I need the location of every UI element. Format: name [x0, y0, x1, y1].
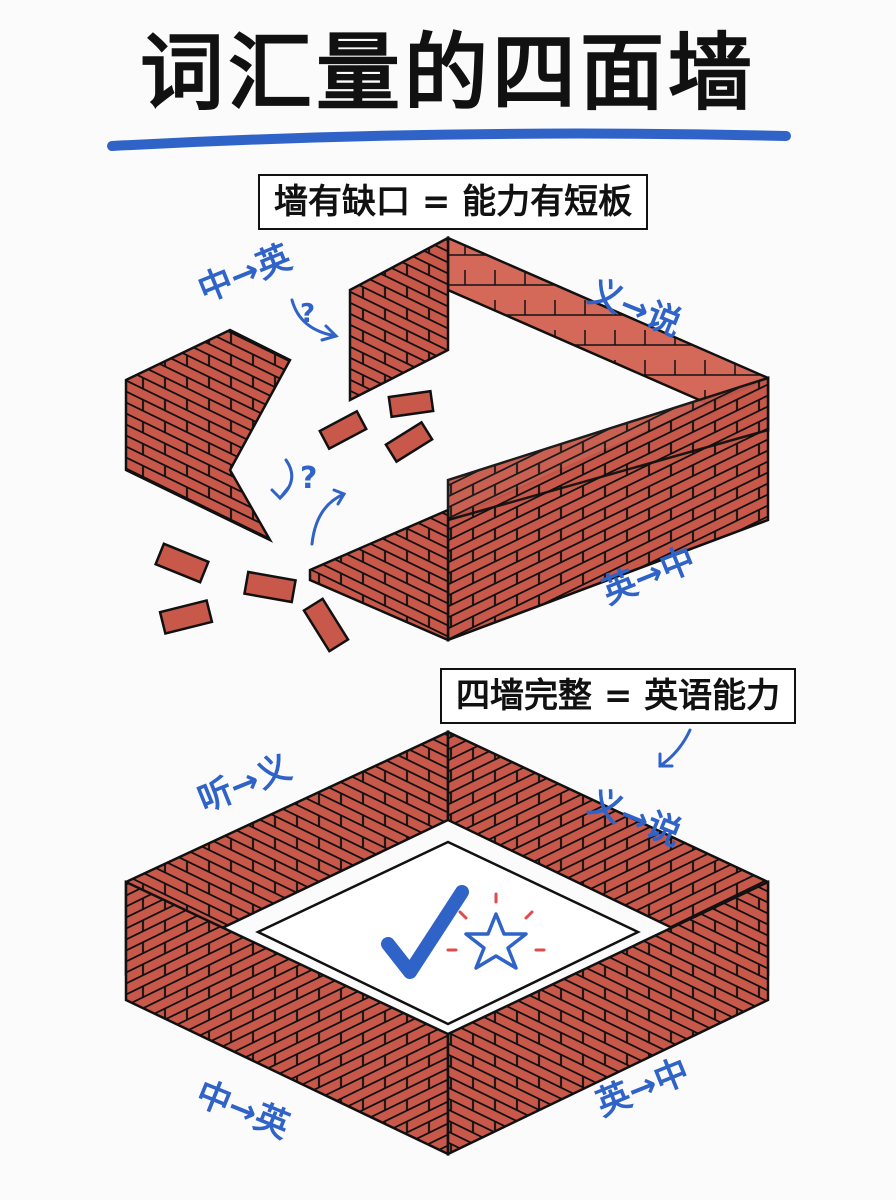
check-mark-icon — [381, 885, 469, 979]
star-icon — [446, 892, 546, 970]
top-gap-arrows — [270, 298, 347, 546]
bottom-caption: 四墙完整 = 英语能力 — [440, 668, 797, 724]
bottom-complete-wall-structure — [124, 730, 770, 1156]
question-mark: ? — [300, 299, 315, 329]
title-underline — [107, 128, 791, 151]
top-caption: 墙有缺口 = 能力有短板 — [258, 174, 649, 230]
pointer-arrow — [658, 728, 692, 768]
top-broken-wall-structure — [124, 235, 770, 653]
question-mark: ? — [300, 461, 317, 496]
page-title: 词汇量的四面墙 — [139, 24, 756, 122]
